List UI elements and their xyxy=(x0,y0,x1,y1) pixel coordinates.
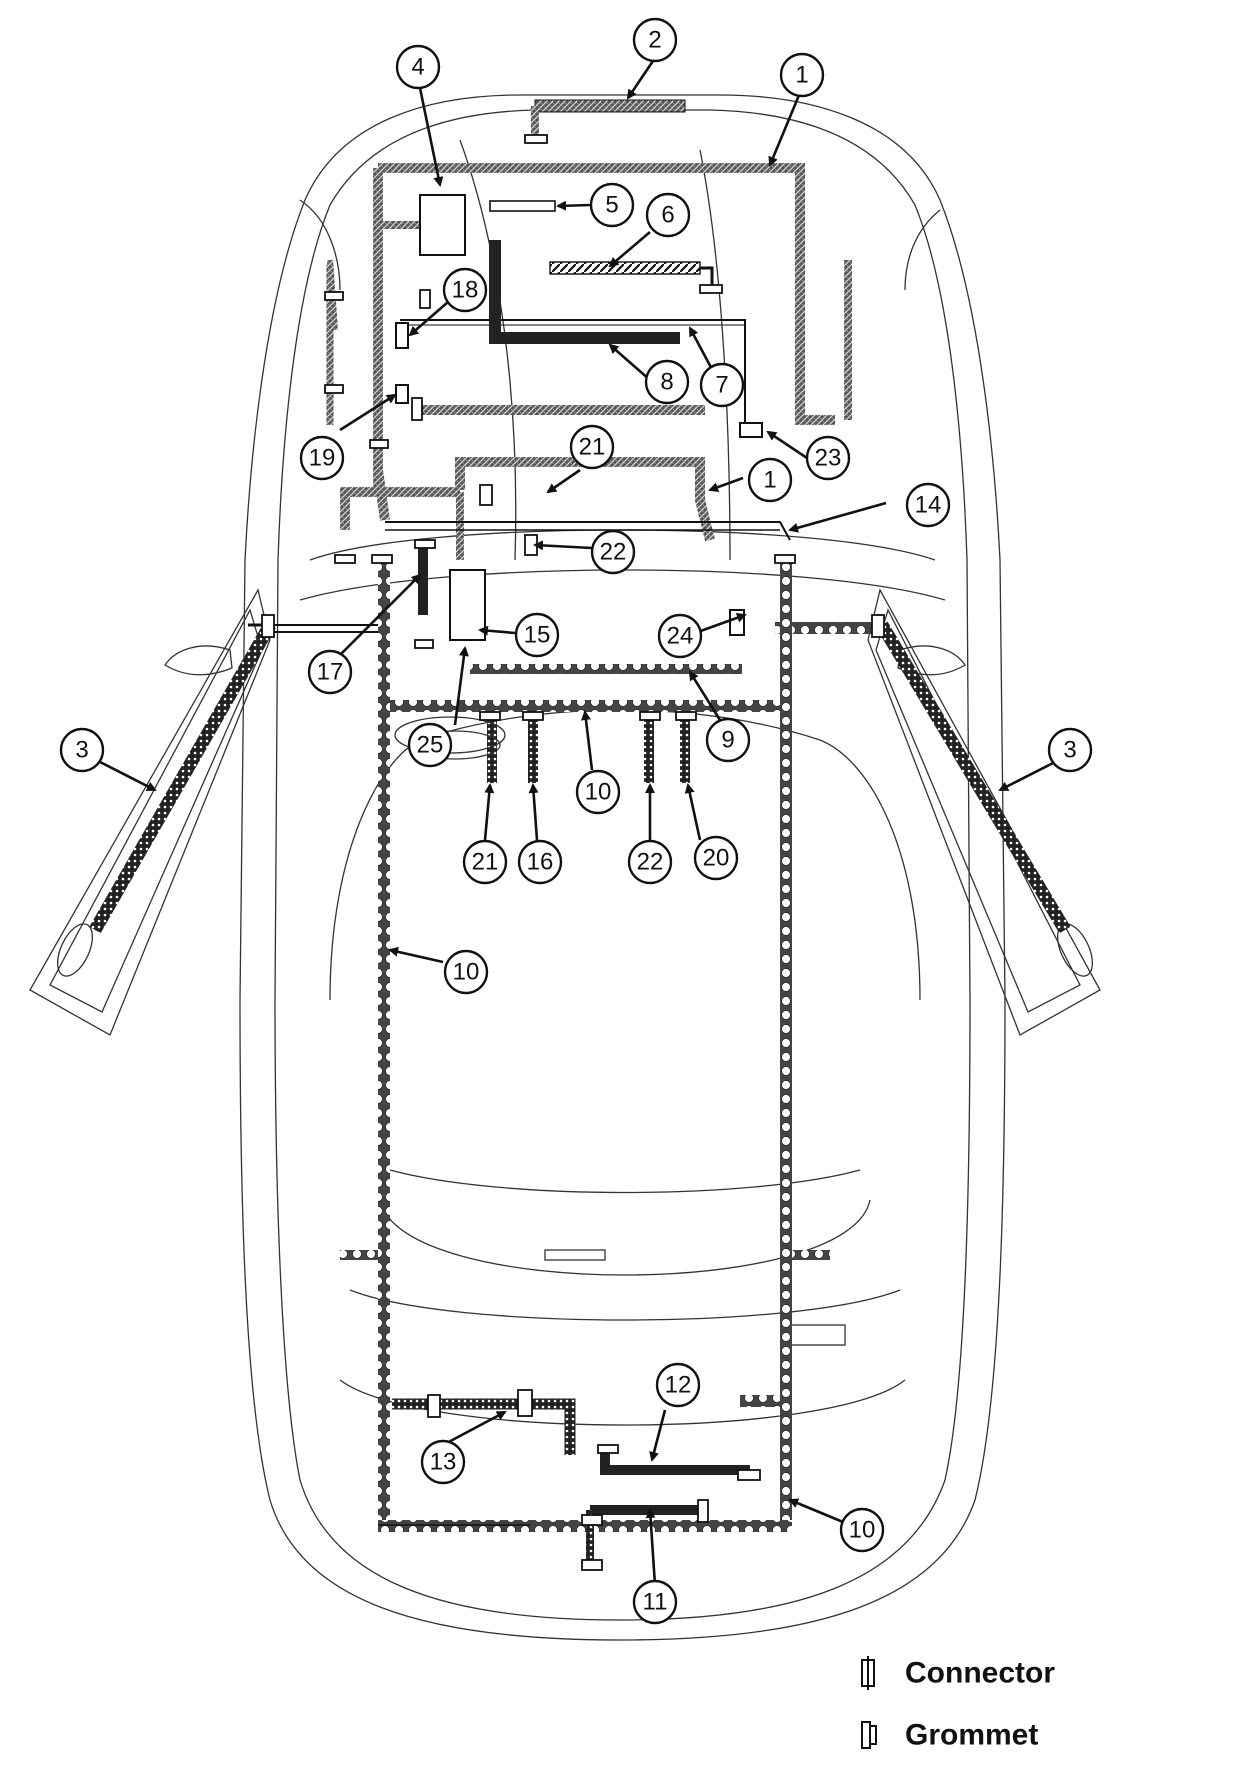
callout-1: 1 xyxy=(747,457,793,503)
callout-12: 12 xyxy=(655,1362,701,1408)
callout-20: 20 xyxy=(693,835,739,881)
svg-text:16: 16 xyxy=(527,849,554,876)
callout-10: 10 xyxy=(575,769,621,815)
callout-5: 5 xyxy=(589,182,635,228)
svg-text:2: 2 xyxy=(648,27,661,54)
legend-connector-label: Connector xyxy=(905,1657,1055,1690)
callout-14: 14 xyxy=(905,482,951,528)
callout-21: 21 xyxy=(462,839,508,885)
left-door xyxy=(29,588,271,1036)
svg-text:10: 10 xyxy=(453,959,480,986)
svg-text:21: 21 xyxy=(472,849,499,876)
callout-9: 9 xyxy=(705,717,751,763)
module-box-15 xyxy=(449,569,486,641)
connector-24-box xyxy=(729,609,745,636)
callout-3: 3 xyxy=(59,727,105,773)
legend-grommet-label: Grommet xyxy=(905,1719,1038,1752)
callout-23: 23 xyxy=(805,435,851,481)
callout-10: 10 xyxy=(443,949,489,995)
svg-text:3: 3 xyxy=(1063,737,1076,764)
svg-text:20: 20 xyxy=(703,845,730,872)
callout-1: 1 xyxy=(779,52,825,98)
callout-17: 17 xyxy=(307,649,353,695)
callout-19: 19 xyxy=(299,435,345,481)
svg-text:10: 10 xyxy=(585,779,612,806)
svg-text:13: 13 xyxy=(430,1449,457,1476)
svg-text:12: 12 xyxy=(665,1372,692,1399)
callout-4: 4 xyxy=(395,44,441,90)
connector-markers xyxy=(261,134,885,1571)
svg-text:1: 1 xyxy=(795,62,808,89)
relay-19 xyxy=(395,384,409,404)
svg-text:14: 14 xyxy=(915,492,942,519)
svg-text:11: 11 xyxy=(643,1589,668,1616)
callout-25: 25 xyxy=(407,722,453,768)
vehicle-outline xyxy=(239,94,1006,1641)
callout-7: 7 xyxy=(699,362,745,408)
legend: Connector Grommet xyxy=(861,1656,1055,1752)
grommet-legend-icon xyxy=(861,1721,877,1749)
svg-text:4: 4 xyxy=(411,54,424,81)
connector-legend-icon xyxy=(861,1656,875,1690)
svg-text:17: 17 xyxy=(317,659,344,686)
svg-text:25: 25 xyxy=(417,732,444,759)
relay-18 xyxy=(395,322,409,349)
callout-22: 22 xyxy=(590,529,636,575)
svg-text:9: 9 xyxy=(721,727,734,754)
svg-text:24: 24 xyxy=(667,623,694,650)
callout-2: 2 xyxy=(632,17,678,63)
svg-text:8: 8 xyxy=(660,369,673,396)
callout-11: 11 xyxy=(632,1579,678,1625)
svg-text:15: 15 xyxy=(524,622,551,649)
callouts: 1 2 3 3 4 5 6 7 8 18 19 23 21 1 14 22 15… xyxy=(59,17,1093,1625)
svg-text:18: 18 xyxy=(452,277,479,304)
harness-routes xyxy=(89,99,1071,1570)
svg-text:6: 6 xyxy=(661,202,674,229)
svg-text:7: 7 xyxy=(715,372,728,399)
svg-text:1: 1 xyxy=(763,467,776,494)
callout-18: 18 xyxy=(442,267,488,313)
connector-23-box xyxy=(739,422,763,438)
svg-text:22: 22 xyxy=(637,849,664,876)
callout-10: 10 xyxy=(839,1507,885,1553)
svg-text:22: 22 xyxy=(600,539,627,566)
svg-text:23: 23 xyxy=(815,445,842,472)
callout-15: 15 xyxy=(514,612,560,658)
svg-text:19: 19 xyxy=(309,445,336,472)
svg-text:5: 5 xyxy=(605,192,618,219)
callout-22: 22 xyxy=(627,839,673,885)
callout-16: 16 xyxy=(517,839,563,885)
callout-24: 24 xyxy=(657,613,703,659)
leader-lines xyxy=(99,57,1056,1586)
callout-6: 6 xyxy=(645,192,691,238)
callout-13: 13 xyxy=(420,1439,466,1485)
module-box-4 xyxy=(419,194,466,256)
callout-21: 21 xyxy=(569,424,615,470)
svg-text:3: 3 xyxy=(75,737,88,764)
svg-text:10: 10 xyxy=(849,1517,876,1544)
callout-8: 8 xyxy=(644,359,690,405)
svg-text:21: 21 xyxy=(579,434,606,461)
callout-3: 3 xyxy=(1047,727,1093,773)
